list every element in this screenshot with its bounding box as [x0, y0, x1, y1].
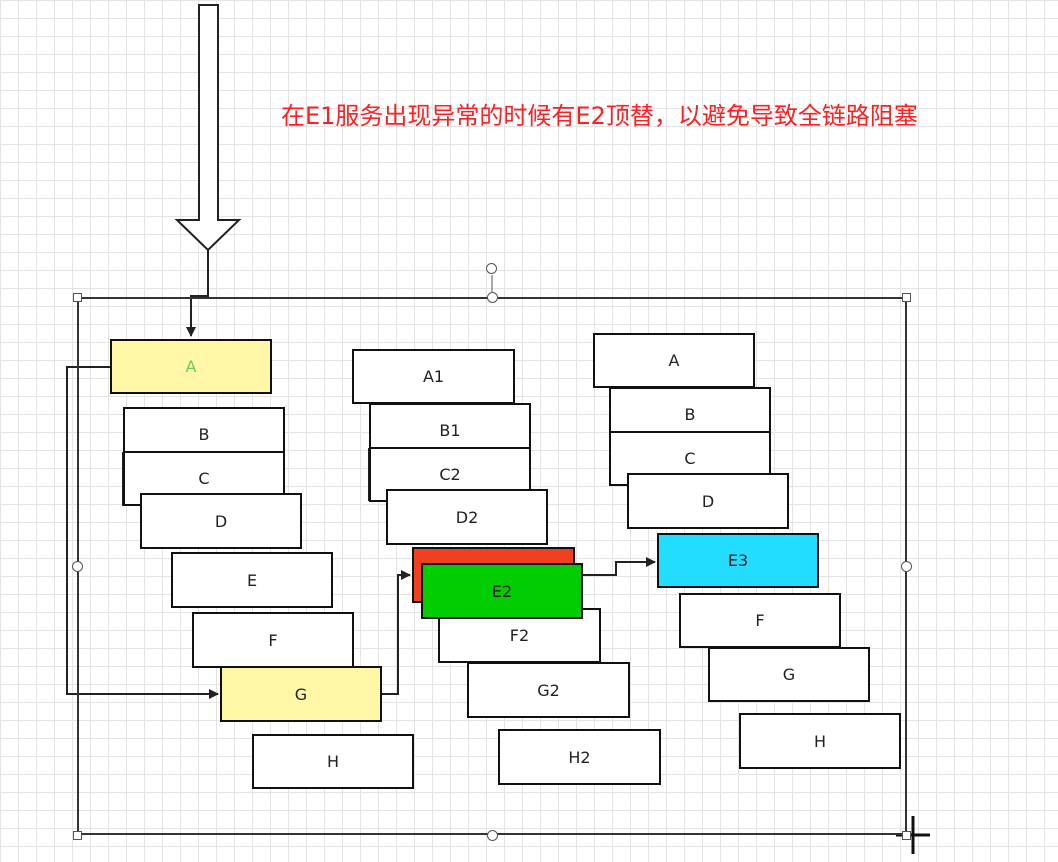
- node-left-f[interactable]: F: [192, 612, 354, 668]
- node-right-e3[interactable]: E3: [657, 533, 819, 588]
- node-left-e[interactable]: E: [171, 552, 333, 608]
- node-middle-h2[interactable]: H2: [498, 729, 661, 785]
- node-left-g[interactable]: G: [220, 666, 382, 722]
- node-middle-a1[interactable]: A1: [352, 349, 515, 404]
- resize-handle-middle-left[interactable]: [72, 561, 83, 572]
- node-middle-d2[interactable]: D2: [386, 489, 548, 545]
- node-middle-g2[interactable]: G2: [467, 662, 630, 718]
- node-left-h[interactable]: H: [252, 734, 414, 789]
- cursor-crosshair-icon: [896, 816, 930, 854]
- node-right-g[interactable]: G: [708, 647, 870, 702]
- node-right-a[interactable]: A: [593, 333, 755, 388]
- node-left-a[interactable]: A: [110, 339, 272, 394]
- node-right-f[interactable]: F: [679, 593, 841, 648]
- resize-handle-bottom-right[interactable]: [902, 831, 911, 840]
- resize-handle-bottom-left[interactable]: [73, 831, 82, 840]
- node-middle-e2[interactable]: E2: [421, 563, 583, 619]
- connector-g-to-e1: [382, 570, 411, 695]
- resize-handle-middle-right[interactable]: [901, 561, 912, 572]
- connector-e2-to-e3: [582, 557, 656, 576]
- resize-handle-bottom-center[interactable]: [487, 830, 498, 841]
- resize-handle-top-left[interactable]: [73, 293, 82, 302]
- connector-a-to-g: [66, 366, 219, 699]
- diagram-caption: 在E1服务出现异常的时候有E2顶替，以避免导致全链路阻塞: [281, 102, 918, 130]
- node-right-d[interactable]: D: [627, 473, 789, 529]
- entry-arrow-icon: [174, 4, 242, 252]
- node-right-h[interactable]: H: [739, 713, 901, 769]
- resize-handle-top-right[interactable]: [902, 293, 911, 302]
- node-left-d[interactable]: D: [140, 493, 302, 549]
- connector-entry-to-a: [186, 250, 209, 337]
- resize-handle-top-center[interactable]: [487, 292, 498, 303]
- rotate-handle[interactable]: [486, 263, 497, 274]
